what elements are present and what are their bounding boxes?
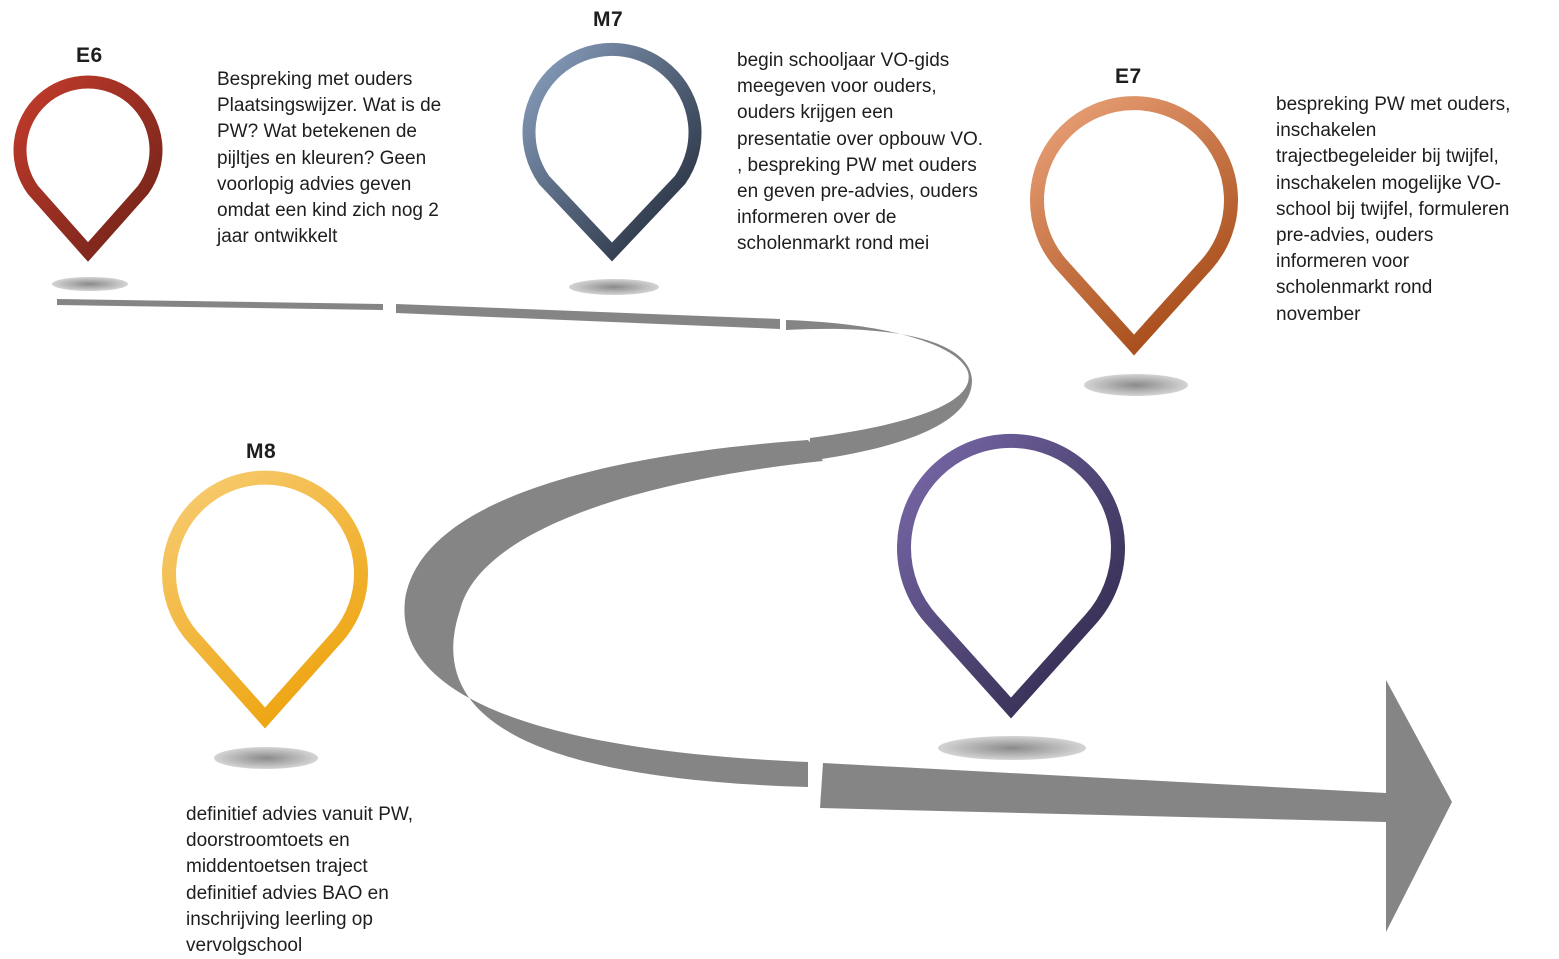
pin-m7 — [522, 42, 702, 262]
pin-shadow-unlabeled — [938, 736, 1086, 760]
pin-e7 — [1030, 96, 1238, 356]
road-segment-1 — [57, 299, 383, 310]
road-segment-4 — [404, 440, 823, 787]
milestone-note-e7: bespreking PW met ouders, inschakelen tr… — [1276, 94, 1511, 325]
road-arrow — [820, 680, 1452, 932]
pin-e6 — [13, 75, 163, 262]
milestone-label-e7: E7 — [1115, 65, 1142, 88]
milestone-label-m8: M8 — [246, 440, 277, 463]
pin-shadow-e6 — [52, 277, 128, 291]
pin-shadow-m7 — [569, 279, 659, 295]
pin-shadow-m8 — [214, 747, 318, 769]
milestone-note-e6: Bespreking met ouders Plaatsingswijzer. … — [217, 69, 442, 248]
road — [57, 299, 1452, 932]
milestone-label-e6: E6 — [76, 44, 103, 67]
pin-unlabeled — [897, 433, 1125, 719]
milestone-note-m8: definitief advies vanuit PW, doorstroomt… — [186, 804, 414, 957]
pin-m8 — [162, 470, 368, 729]
pin-shadow-e7 — [1084, 374, 1188, 396]
milestone-note-m7: begin schooljaar VO-gids meegeven voor o… — [737, 50, 984, 255]
road-segment-3 — [786, 320, 972, 461]
road-segment-2 — [396, 304, 780, 329]
milestone-label-m7: M7 — [593, 8, 624, 31]
